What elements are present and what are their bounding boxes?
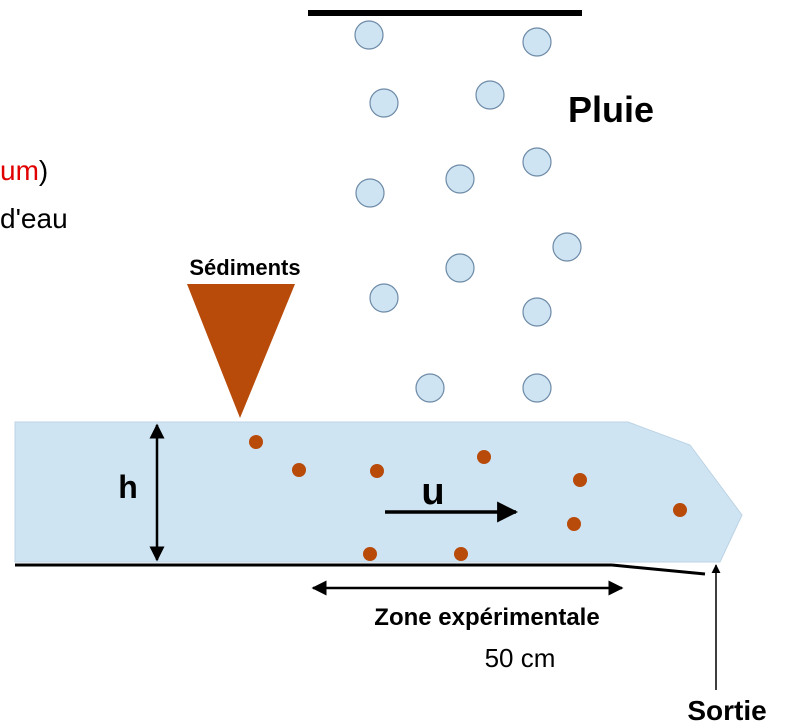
clipped-text-line-2: d'eau: [0, 203, 68, 234]
raindrops: [354, 20, 582, 403]
raindrop: [475, 80, 505, 110]
raindrop: [354, 20, 384, 50]
sediment-particle: [249, 435, 263, 449]
sediment-particle: [673, 503, 687, 517]
raindrop: [369, 283, 399, 313]
raindrop: [415, 373, 445, 403]
sediment-particle: [567, 517, 581, 531]
sediment-particle: [370, 464, 384, 478]
rain-label: Pluie: [568, 89, 654, 130]
sediment-particle: [573, 473, 587, 487]
raindrop: [522, 297, 552, 327]
outlet-label: Sortie: [687, 695, 766, 726]
sediment-particle: [363, 547, 377, 561]
raindrop: [445, 164, 475, 194]
water-body: [14, 421, 743, 563]
raindrop: [522, 373, 552, 403]
experimental-zone-length: 50 cm: [485, 643, 556, 673]
raindrop: [369, 88, 399, 118]
experimental-zone-label: Zone expérimentale: [374, 604, 599, 631]
raindrop: [522, 147, 552, 177]
sediment-particle: [477, 450, 491, 464]
velocity-label: u: [421, 471, 444, 513]
sediments-label: Sédiments: [189, 255, 300, 280]
raindrop: [355, 178, 385, 208]
channel-bed-slope: [611, 563, 706, 576]
clipped-text-paren: ): [38, 155, 49, 186]
depth-label: h: [118, 469, 138, 505]
raindrop: [522, 27, 552, 57]
sediment-particle: [454, 547, 468, 561]
sediment-particle: [292, 463, 306, 477]
sediment-particles: [249, 435, 687, 561]
sediment-hopper: [187, 284, 295, 418]
raindrop: [445, 253, 475, 283]
raindrop: [552, 232, 582, 262]
clipped-text-line-1: um): [0, 157, 48, 185]
clipped-text-red: um: [0, 155, 39, 186]
